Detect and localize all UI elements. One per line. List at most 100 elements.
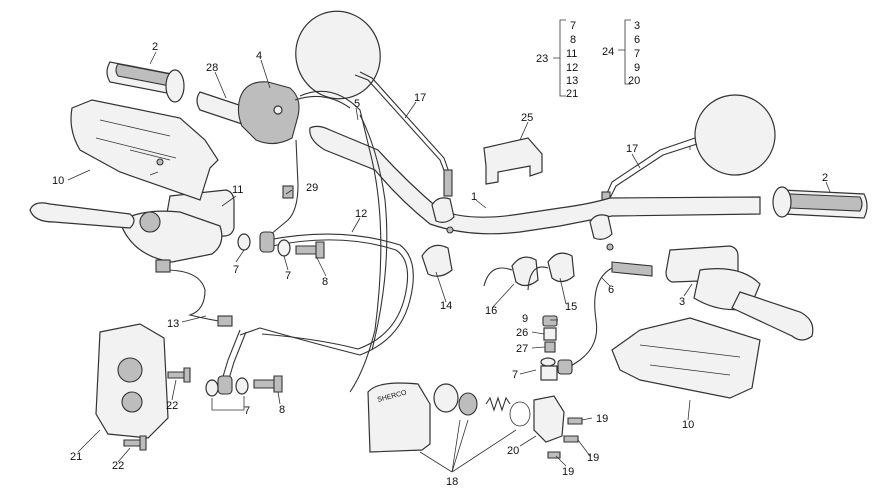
label-15: 15 — [565, 301, 577, 313]
cable-5 — [359, 114, 388, 351]
seal-27 — [544, 341, 556, 353]
kit-seal — [458, 392, 478, 416]
label-14: 14 — [440, 300, 452, 312]
throttle-screw — [273, 105, 283, 115]
throttle-cable — [294, 90, 382, 393]
label-7-d: 7 — [244, 405, 250, 417]
group-24-label: 24 — [602, 46, 614, 58]
label-17-left: 17 — [414, 92, 426, 104]
label-18: 18 — [446, 476, 458, 488]
bolt-19c — [547, 451, 561, 459]
group-23-item: 7 — [570, 20, 576, 32]
cable-29-connector — [282, 185, 294, 199]
banjo-upper — [259, 231, 275, 253]
label-21: 21 — [70, 451, 82, 463]
label-10-right: 10 — [682, 419, 694, 431]
throttle-housing — [237, 81, 300, 145]
switch-13-plug — [217, 315, 233, 327]
washer-7d — [205, 379, 219, 397]
washer-7e — [235, 377, 249, 395]
bolt-8b — [253, 375, 283, 393]
group-23: 23 7 8 11 12 13 21 — [536, 19, 578, 100]
group-24-item: 7 — [634, 48, 640, 60]
banjo-right — [557, 359, 573, 375]
bolt-19b — [563, 435, 579, 443]
washer-7a — [237, 233, 251, 251]
group-24-item: 20 — [628, 75, 640, 87]
label-19-c: 19 — [562, 466, 574, 478]
switch-14 — [421, 244, 453, 277]
lever-right — [731, 291, 814, 341]
group-24: 24 3 6 7 9 20 — [602, 19, 640, 87]
label-19-a: 19 — [596, 413, 608, 425]
label-19-b: 19 — [587, 452, 599, 464]
group-23-item: 13 — [566, 75, 578, 87]
kit-spring — [485, 396, 511, 412]
label-5: 5 — [354, 98, 360, 110]
lever-left — [29, 202, 135, 229]
group-23-item: 11 — [566, 48, 577, 60]
group-24-item: 9 — [634, 62, 640, 74]
kit-bag — [367, 382, 431, 453]
label-2-right: 2 — [822, 172, 828, 184]
label-26: 26 — [516, 327, 528, 339]
label-13: 13 — [167, 318, 179, 330]
label-10-left: 10 — [52, 175, 64, 187]
label-3: 3 — [679, 296, 685, 308]
group-23-item: 8 — [570, 34, 576, 46]
label-25: 25 — [521, 112, 533, 124]
cable-29 — [269, 139, 299, 236]
leader-lines — [67, 51, 831, 473]
bolt-19a — [567, 417, 583, 425]
clamp-nut-left — [446, 226, 454, 234]
label-7-a: 7 — [233, 264, 239, 276]
mirror-left-stem — [354, 71, 452, 179]
kit-ring — [509, 401, 531, 427]
label-27: 27 — [516, 343, 528, 355]
grip-left — [106, 61, 185, 103]
group-23-item: 21 — [566, 88, 578, 100]
label-6: 6 — [608, 284, 614, 296]
label-28: 28 — [206, 62, 218, 74]
banjo-lower — [217, 375, 233, 395]
switch-13 — [155, 259, 171, 273]
body-20 — [533, 395, 565, 443]
label-17-right: 17 — [626, 143, 638, 155]
handguard-right — [611, 317, 761, 399]
cap-9 — [542, 315, 558, 327]
washer-7c — [540, 357, 556, 367]
spacer-7c — [540, 365, 558, 381]
hose-12 — [239, 233, 414, 356]
hose-right — [567, 267, 613, 369]
bracket-25 — [483, 137, 543, 185]
label-22-a: 22 — [166, 400, 178, 412]
group-24-item: 6 — [634, 34, 640, 46]
group-23-label: 23 — [536, 53, 548, 65]
label-8-a: 8 — [322, 276, 328, 288]
grip-right — [772, 186, 868, 219]
label-29: 29 — [306, 182, 318, 194]
part-labels: 2 4 28 5 17 25 17 2 1 10 11 29 12 7 7 8 … — [52, 41, 828, 488]
group-24-item: 3 — [634, 20, 640, 32]
master-clamp-left — [139, 211, 161, 233]
switch-15 — [547, 252, 575, 283]
mirror-right — [694, 94, 776, 176]
label-7-b: 7 — [285, 270, 291, 282]
bar-clamp-right — [589, 214, 613, 240]
label-16: 16 — [485, 305, 497, 317]
label-22-b: 22 — [112, 460, 124, 472]
mirror-left — [295, 10, 381, 100]
bolt-22b — [123, 435, 147, 451]
bar-clamp-left — [431, 197, 455, 223]
switch-wire-13 — [164, 269, 227, 323]
mirror-right-stem — [603, 137, 698, 201]
bolt-8a — [295, 241, 325, 259]
label-8-b: 8 — [279, 404, 285, 416]
label-4: 4 — [256, 50, 262, 62]
switch-15-wire — [527, 266, 549, 291]
label-1: 1 — [471, 191, 477, 203]
mirror-left-bolt — [443, 169, 453, 197]
hose-lower — [221, 329, 247, 383]
